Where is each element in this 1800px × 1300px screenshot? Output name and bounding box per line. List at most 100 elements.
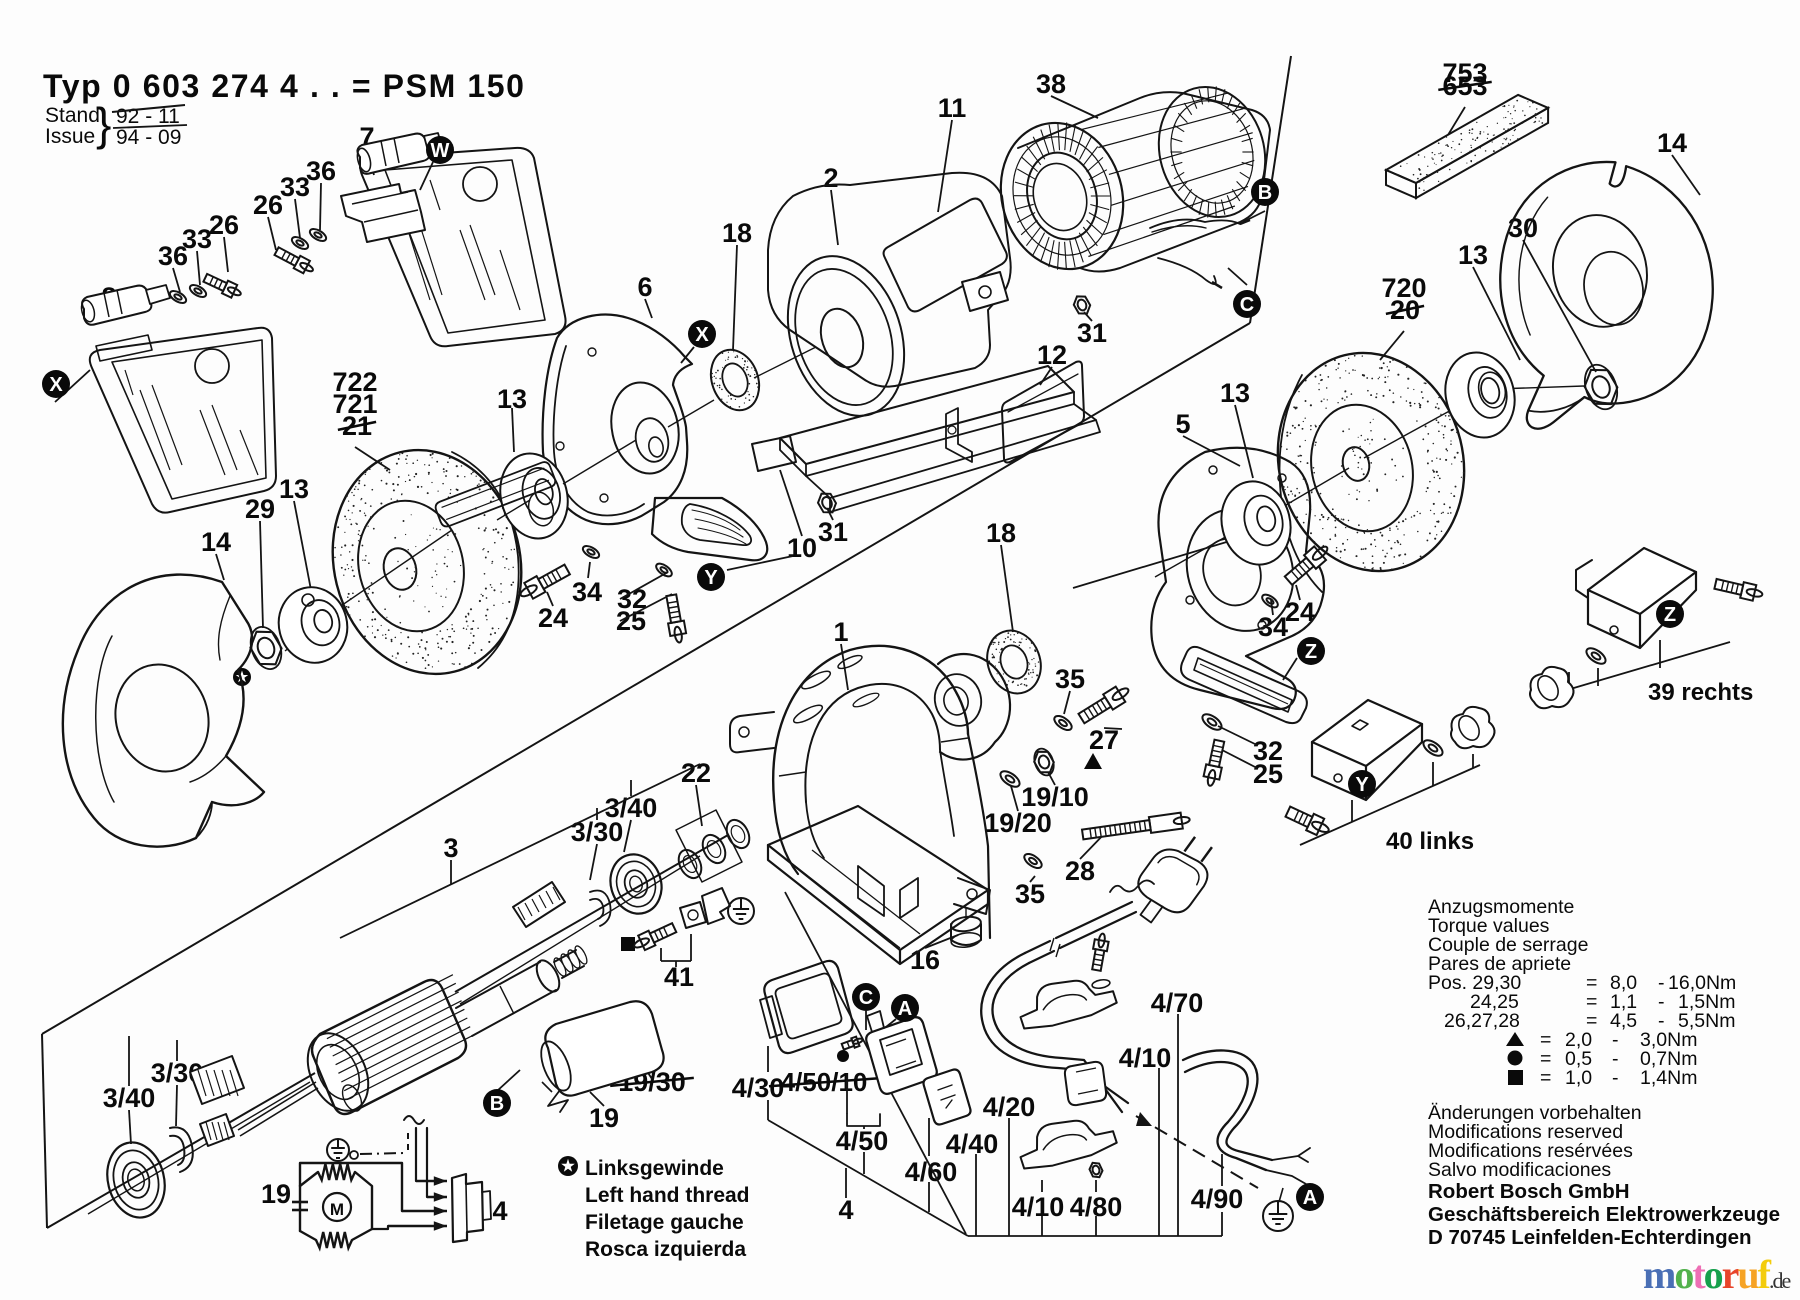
svg-text:0,5: 0,5 [1565,1048,1592,1070]
svg-text:Rosca izquierda: Rosca izquierda [585,1238,746,1261]
svg-text:Torque values: Torque values [1428,915,1550,937]
svg-text:Änderungen vorbehalten: Änderungen vorbehalten [1428,1102,1642,1124]
svg-text:13: 13 [279,474,309,504]
svg-text:motoruf.de: motoruf.de [1643,1252,1791,1297]
svg-text:=: = [1586,972,1597,994]
svg-text:12: 12 [1037,340,1067,370]
svg-text:2: 2 [823,163,838,193]
svg-text:Anzugsmomente: Anzugsmomente [1428,896,1574,918]
svg-text:26,27,28: 26,27,28 [1444,1010,1520,1032]
svg-text:18: 18 [722,218,752,248]
svg-text:4: 4 [838,1195,853,1225]
svg-text:19: 19 [589,1103,619,1133]
svg-text:19/20: 19/20 [984,808,1052,838]
svg-text:3/30: 3/30 [571,817,624,847]
svg-text:39 rechts: 39 rechts [1648,679,1753,706]
svg-text:-: - [1658,1010,1665,1032]
svg-text:29: 29 [245,494,275,524]
svg-text:Modifications reserved: Modifications reserved [1428,1121,1623,1143]
svg-text:19: 19 [261,1179,291,1209]
svg-text:10: 10 [787,533,817,563]
svg-text:13: 13 [1458,240,1488,270]
svg-text:Stand: Stand [45,104,100,127]
svg-text:C: C [859,987,873,1009]
svg-text:24,25: 24,25 [1470,991,1519,1013]
svg-text:34: 34 [572,577,602,607]
svg-text:Typ 0 603 274 4 . . = PSM 15: Typ 0 603 274 4 . . = PSM 150 [43,68,526,104]
svg-text:B: B [1258,182,1272,204]
svg-text:Geschäftsbereich Elektrowerkze: Geschäftsbereich Elektrowerkzeuge [1428,1203,1780,1226]
svg-text:=: = [1540,1029,1551,1051]
svg-text:4/70: 4/70 [1151,988,1204,1018]
svg-text:4: 4 [492,1196,507,1226]
svg-text:35: 35 [1015,879,1045,909]
svg-text:33: 33 [182,224,212,254]
svg-text:35: 35 [1055,664,1085,694]
svg-text:3,0Nm: 3,0Nm [1640,1029,1697,1051]
svg-text:-: - [1612,1067,1619,1089]
svg-text:C: C [1240,294,1254,316]
svg-text:28: 28 [1065,856,1095,886]
svg-text:26: 26 [209,210,239,240]
svg-text:0,7Nm: 0,7Nm [1640,1048,1697,1070]
svg-text:4/10: 4/10 [1012,1192,1065,1222]
svg-text:22: 22 [681,758,711,788]
svg-text:Couple de serrage: Couple de serrage [1428,934,1588,956]
svg-text:D 70745 Leinfelden-Echterdinge: D 70745 Leinfelden-Echterdingen [1428,1226,1752,1249]
svg-text:3: 3 [443,833,458,863]
svg-text:Z: Z [1305,641,1317,663]
svg-text:25: 25 [1253,759,1283,789]
svg-text:-: - [1612,1048,1619,1070]
svg-text:4/60: 4/60 [905,1157,958,1187]
svg-text:31: 31 [1077,318,1107,348]
svg-text:27: 27 [1089,725,1119,755]
svg-text:B: B [490,1093,504,1115]
svg-text:X: X [49,374,63,396]
svg-text:1: 1 [833,617,848,647]
svg-text:31: 31 [818,517,848,547]
svg-text:32: 32 [1253,736,1283,766]
svg-text:24: 24 [538,603,568,633]
svg-text:41: 41 [664,962,694,992]
svg-text:16,0Nm: 16,0Nm [1668,972,1736,994]
svg-text:94 - 09: 94 - 09 [116,126,181,149]
svg-text:1,0: 1,0 [1565,1067,1592,1089]
svg-text:4/50: 4/50 [836,1126,889,1156]
svg-text:-: - [1612,1029,1619,1051]
svg-text:721: 721 [332,389,377,419]
svg-text:Left hand thread: Left hand thread [585,1184,750,1207]
svg-text:4/90: 4/90 [1191,1184,1244,1214]
svg-text:11: 11 [938,93,967,123]
svg-text:722: 722 [332,367,377,397]
svg-text:1,4Nm: 1,4Nm [1640,1067,1697,1089]
svg-text:5,5Nm: 5,5Nm [1678,1010,1735,1032]
svg-text:Robert Bosch GmbH: Robert Bosch GmbH [1428,1180,1630,1203]
svg-text:=: = [1540,1067,1551,1089]
svg-text:1,1: 1,1 [1610,991,1637,1013]
svg-text:4/40: 4/40 [946,1129,999,1159]
svg-text:=: = [1586,991,1597,1013]
svg-text:Z: Z [1664,604,1676,626]
svg-text:A: A [898,998,912,1020]
svg-text:38: 38 [1036,69,1066,99]
svg-text:Y: Y [1355,774,1369,796]
svg-text:X: X [695,324,709,346]
svg-text:Pos. 29,30: Pos. 29,30 [1428,972,1521,994]
svg-text:3/40: 3/40 [103,1083,156,1113]
svg-text:4/20: 4/20 [983,1092,1036,1122]
svg-text:Linksgewinde: Linksgewinde [585,1157,724,1180]
svg-text:1,5Nm: 1,5Nm [1678,991,1735,1013]
svg-text:18: 18 [986,518,1016,548]
svg-text:19/10: 19/10 [1021,782,1089,812]
svg-text:14: 14 [1657,128,1687,158]
svg-text:8,0: 8,0 [1610,972,1637,994]
svg-text:4/30: 4/30 [732,1073,785,1103]
svg-text:Pares de apriete: Pares de apriete [1428,953,1571,975]
svg-text:5: 5 [1175,409,1190,439]
svg-text:Y: Y [704,567,718,589]
svg-text:Issue: Issue [45,125,95,148]
svg-text:720: 720 [1381,273,1426,303]
svg-text:W: W [431,140,450,162]
svg-text:4,5: 4,5 [1610,1010,1637,1032]
svg-text:14: 14 [201,527,231,557]
